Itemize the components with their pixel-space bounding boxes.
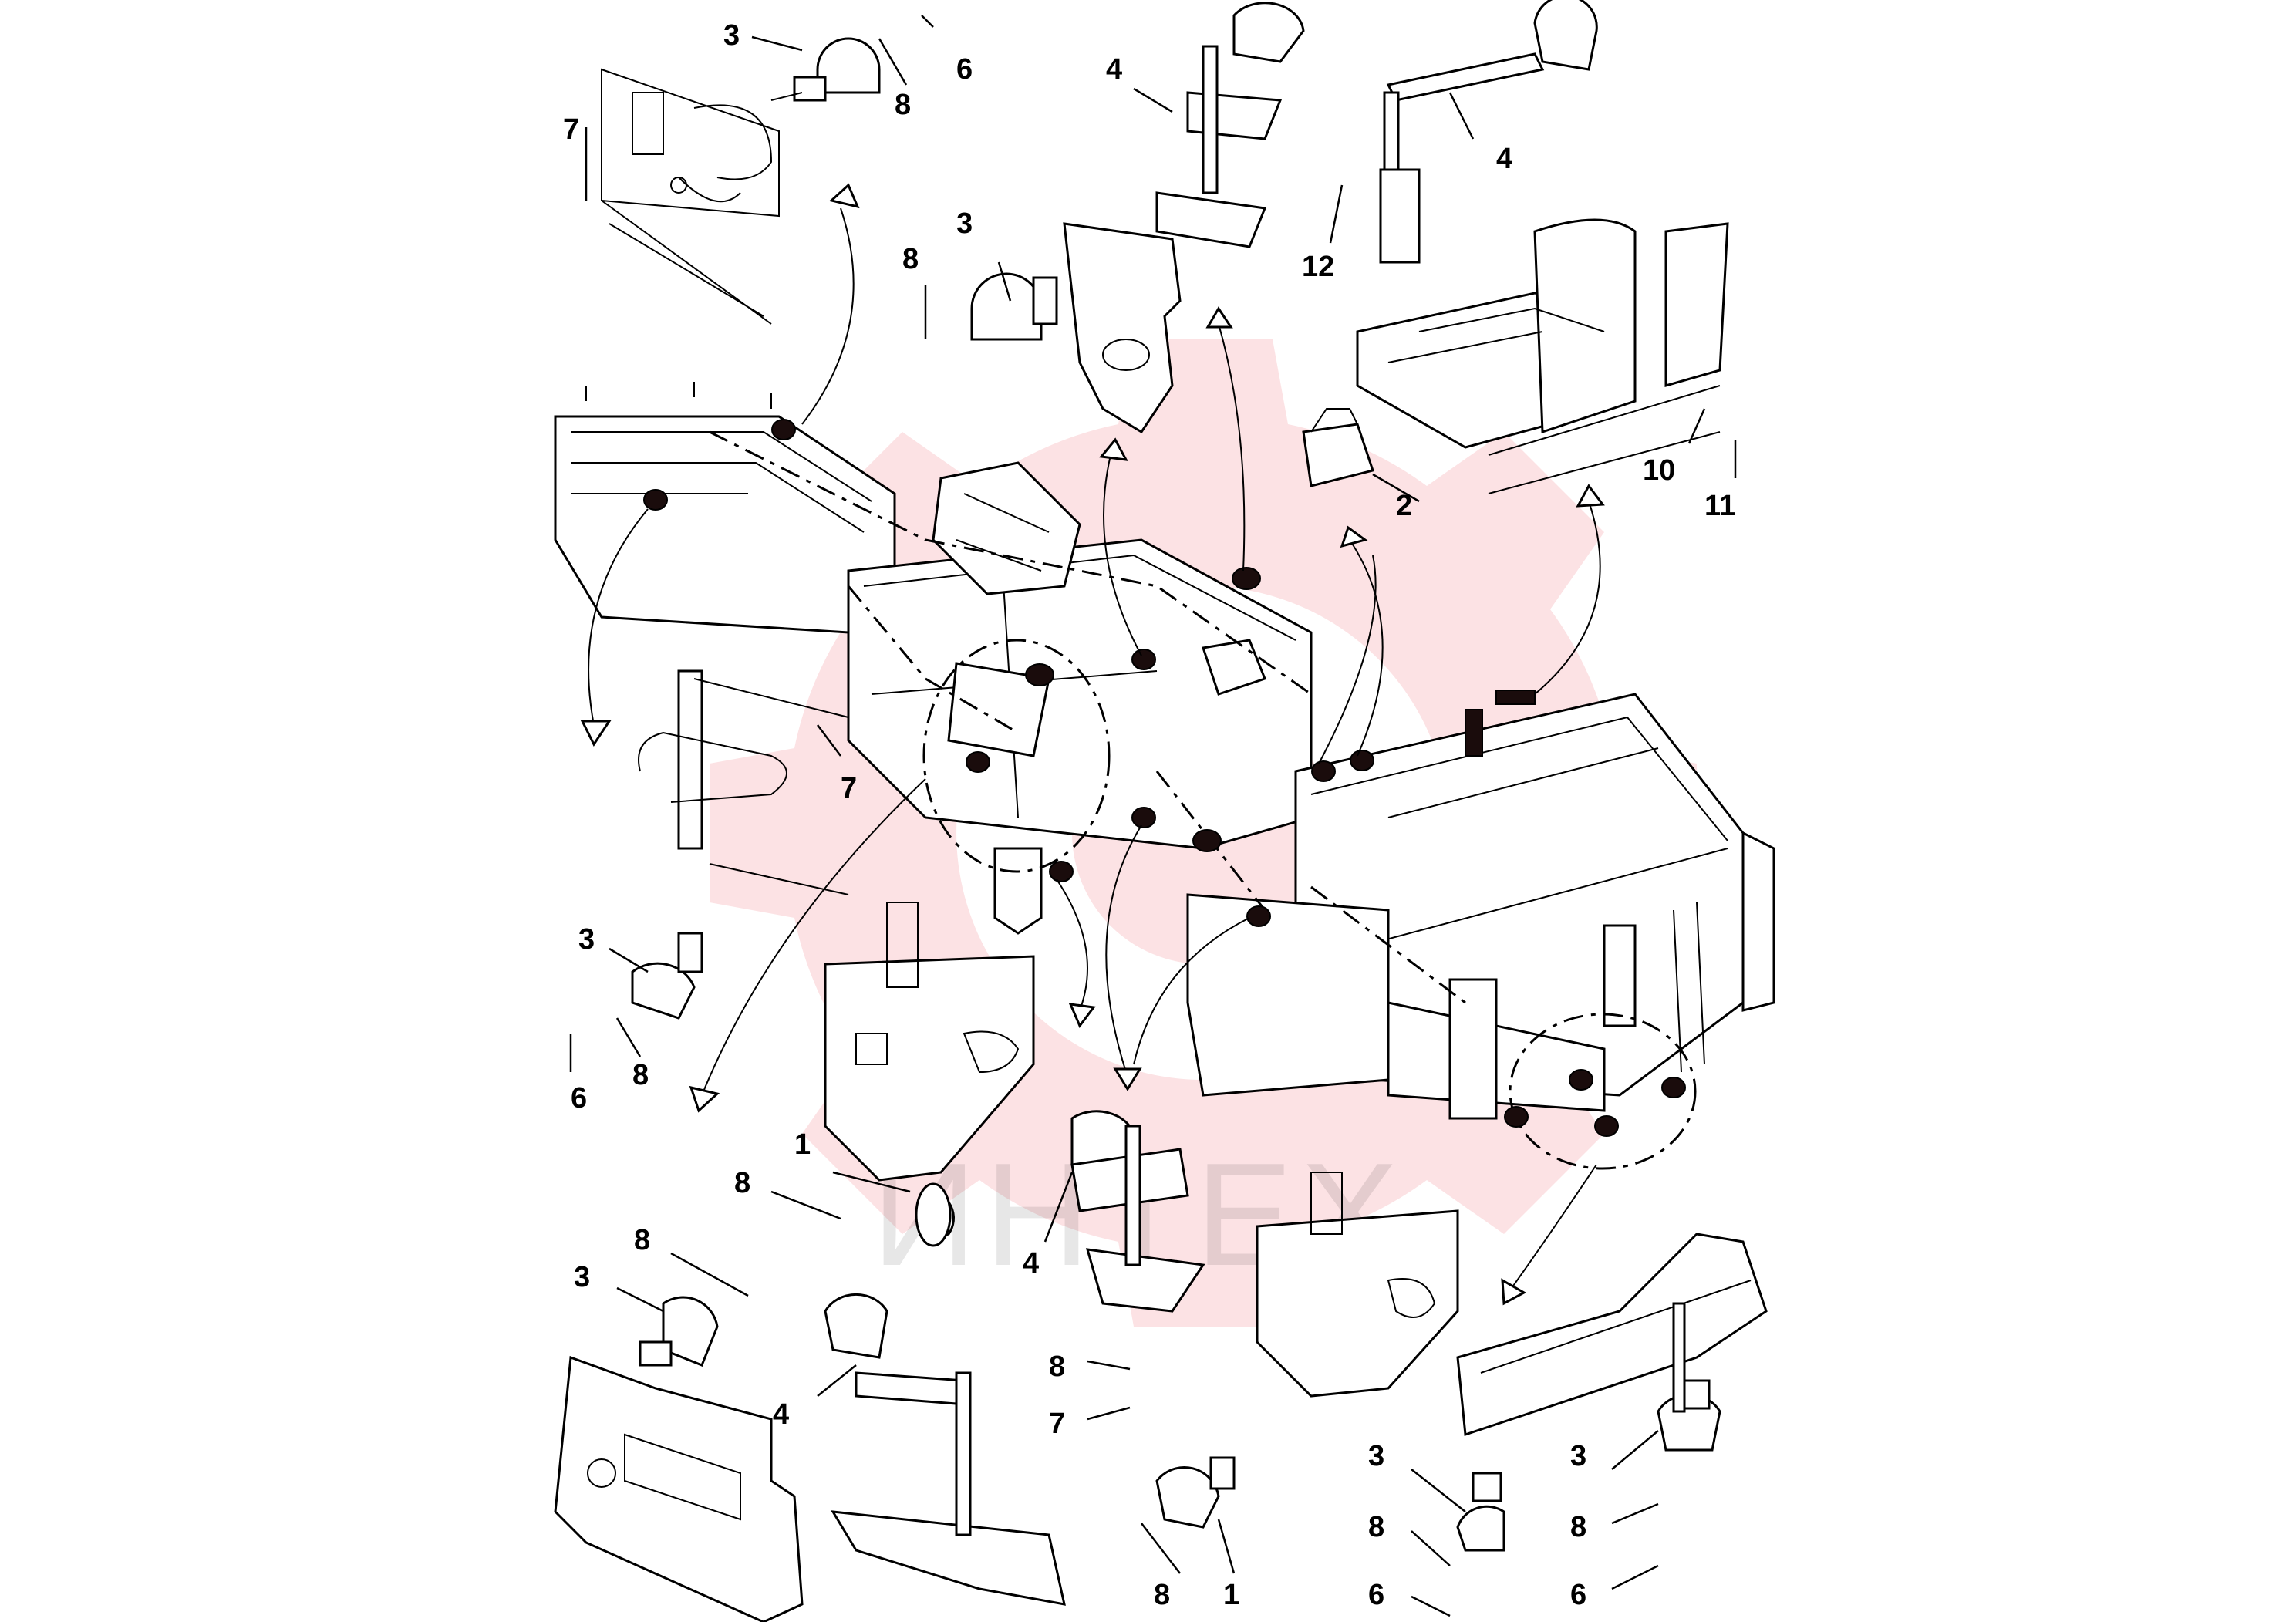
callout-leaders — [569, 15, 1737, 1617]
callout-label: 8 — [902, 243, 919, 275]
callout-label: 8 — [632, 1059, 649, 1091]
electrical-connector-icon — [771, 419, 796, 440]
front-step-handrail — [638, 669, 849, 895]
callout-label: 10 — [1643, 454, 1675, 487]
bottom-left-door-panel — [554, 1296, 804, 1622]
pointer-arrows — [580, 183, 1605, 1306]
callout-label: 12 — [1302, 251, 1334, 283]
callout-numbers: 3 6 8 7 4 4 12 3 8 2 10 11 7 3 6 8 1 8 8… — [563, 19, 1735, 1611]
callout-label: 4 — [1496, 143, 1512, 175]
callout-label: 6 — [956, 53, 973, 86]
electrical-connector-icon — [1350, 750, 1374, 771]
callout-label: 6 — [1570, 1579, 1586, 1611]
electrical-connector-icon — [1504, 1106, 1529, 1128]
callout-label: 3 — [574, 1261, 590, 1293]
detail-circle-front — [922, 639, 1111, 873]
callout-label: 8 — [1154, 1579, 1170, 1611]
lamp-1-bottom-center — [1155, 1456, 1236, 1529]
callout-label: 3 — [578, 923, 595, 956]
lamp-1-center-left — [915, 1182, 955, 1247]
electrical-connector-icon — [1465, 709, 1483, 757]
part-2-switch — [1302, 408, 1374, 487]
detail-circle-rear — [1509, 1013, 1697, 1170]
fork-bracket-right — [1256, 1172, 1459, 1398]
electrical-connector-icon — [1661, 1077, 1686, 1098]
electrical-connector-icon — [966, 751, 990, 773]
callout-label: 8 — [1368, 1511, 1384, 1543]
callout-label: 2 — [1396, 490, 1412, 522]
callout-label: 8 — [1049, 1351, 1065, 1383]
lamp-4-center — [1070, 1110, 1205, 1313]
electrical-connector-icon — [1131, 807, 1156, 828]
lamp-3-top-left — [770, 37, 881, 102]
electrical-connector-icon — [1232, 567, 1261, 590]
electrical-connector-icon — [1594, 1115, 1619, 1137]
callout-label: 7 — [841, 772, 857, 804]
electrical-connector-icon — [1569, 1069, 1593, 1091]
callout-label: 1 — [1223, 1579, 1239, 1611]
lamp-4-top-center — [1155, 2, 1305, 248]
callout-label: 1 — [794, 1128, 811, 1161]
electrical-connector-icon — [1049, 861, 1074, 882]
lamp-4-top-right — [1379, 0, 1598, 264]
front-grille-detail — [601, 68, 780, 325]
callout-label: 3 — [723, 19, 740, 52]
harness-connectors — [643, 419, 1686, 1137]
callout-label: 4 — [1023, 1247, 1039, 1280]
callout-label: 6 — [1368, 1579, 1384, 1611]
callout-label: 4 — [1106, 53, 1122, 86]
harness-route-line — [709, 430, 1466, 1004]
electrical-connector-icon — [1246, 905, 1271, 927]
bottom-right-panel — [1456, 1233, 1768, 1552]
callout-label: 8 — [734, 1167, 750, 1199]
lamp-3-left — [631, 932, 703, 1020]
callout-label: 7 — [1049, 1408, 1065, 1440]
callout-label: 6 — [571, 1082, 587, 1114]
callout-label: 8 — [895, 89, 911, 121]
lamp-3-top-center — [970, 222, 1182, 434]
operator-seat — [1356, 218, 1729, 494]
electrical-connector-icon — [643, 489, 668, 511]
electrical-connector-icon — [1131, 649, 1156, 670]
electrical-connector-icon — [1192, 829, 1222, 852]
callout-label: 3 — [1368, 1440, 1384, 1472]
electrical-connector-icon — [1025, 663, 1054, 686]
callout-label: 7 — [563, 113, 579, 146]
callout-label: 8 — [634, 1224, 650, 1256]
callout-label: 3 — [1570, 1440, 1586, 1472]
callout-label: 4 — [773, 1398, 789, 1431]
fork-bracket-detail — [824, 902, 1035, 1182]
callout-label: 8 — [1570, 1511, 1586, 1543]
callout-label: 11 — [1704, 490, 1735, 522]
machine-frame — [554, 382, 1775, 1120]
electrical-connector-icon — [1311, 760, 1336, 782]
electrical-connector-icon — [1495, 690, 1536, 705]
bottom-center-lamp-tray — [824, 1293, 1066, 1606]
callout-label: 3 — [956, 207, 973, 240]
